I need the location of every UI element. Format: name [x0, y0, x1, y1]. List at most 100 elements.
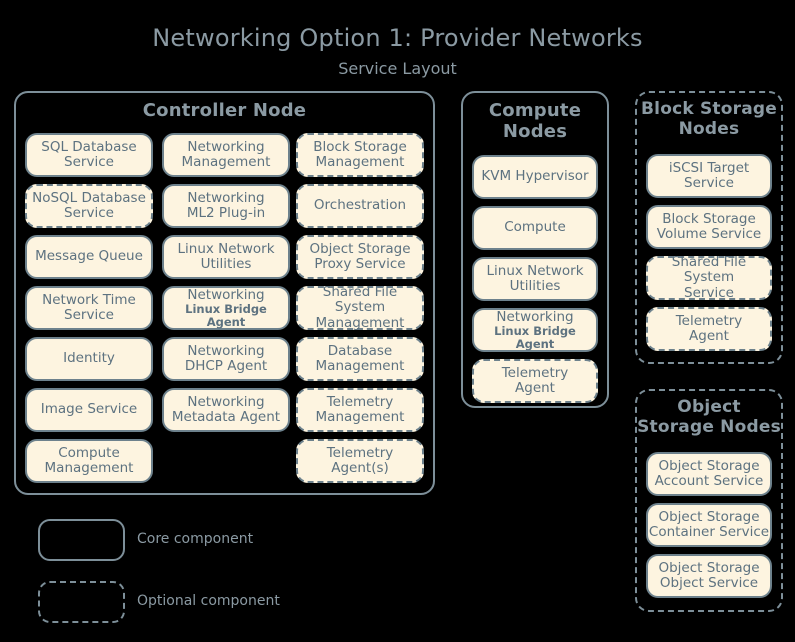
service-box-line2: Utilities	[200, 256, 252, 272]
service-box-line2: Management	[315, 314, 405, 331]
group-compute-nodes: Compute Nodes	[461, 91, 609, 408]
service-box-line1: Object Storage	[309, 240, 411, 257]
service-box-line1: Telemetry	[326, 444, 394, 461]
service-box-line1: Shared File System	[322, 284, 398, 316]
group-compute-nodes-title-line2: Nodes	[502, 120, 568, 142]
service-box-line2: Management	[315, 154, 405, 170]
service-box-line1: Network Time	[42, 291, 136, 308]
legend-optional-label: Optional component	[137, 593, 280, 609]
group-block-storage-nodes-title: Block Storage Nodes	[637, 99, 781, 139]
group-compute-nodes-title-line1: Compute	[488, 100, 582, 121]
service-box-line1: Networking	[187, 342, 265, 359]
group-object-storage-title-line2: Storage Nodes	[637, 416, 781, 437]
service-box-line2: Service	[64, 205, 114, 221]
service-box-line2: Agent	[515, 380, 555, 396]
service-box-line1: Identity	[63, 350, 115, 367]
service-box-line2: Management	[44, 460, 134, 476]
service-box-line1: Image Service	[40, 401, 138, 418]
service-box-line2: Service	[64, 307, 114, 323]
group-block-storage-title-line1: Block Storage	[641, 99, 777, 119]
legend-core-label: Core component	[137, 531, 254, 547]
legend-core-swatch	[38, 519, 125, 561]
service-box-line2: Linux Bridge Agent	[185, 301, 267, 329]
service-box-orchestration[interactable]: Orchestration	[296, 184, 424, 228]
group-object-storage-nodes: Object Storage Nodes	[635, 389, 783, 612]
service-box-line1: Networking	[496, 308, 574, 325]
service-box-line2: Volume Service	[656, 226, 762, 242]
service-box-line2: Agent	[689, 328, 729, 344]
group-controller-node: Controller Node	[14, 91, 435, 495]
service-box-line2: Object Service	[659, 575, 759, 591]
group-object-storage-nodes-title: Object Storage Nodes	[637, 397, 781, 437]
service-box-line1: Orchestration	[313, 197, 407, 214]
service-box-line1: iSCSI Target	[668, 159, 750, 176]
service-box-line2: Metadata Agent	[171, 409, 281, 425]
service-box-line1: Telemetry	[326, 393, 394, 410]
service-box-line1: Object Storage	[658, 559, 760, 576]
page-subtitle: Service Layout	[338, 59, 457, 78]
service-box-line2: Container Service	[648, 524, 770, 540]
service-box-line2: Account Service	[654, 473, 764, 489]
group-block-storage-title-line2: Nodes	[678, 118, 740, 139]
service-box-message-queue[interactable]: Message Queue	[25, 235, 153, 279]
group-block-storage-nodes: Block Storage Nodes	[635, 91, 783, 364]
service-box-line2: Management	[181, 154, 271, 170]
service-box-line1: Compute	[58, 444, 120, 461]
service-box-line1: Linux Network	[486, 262, 584, 279]
legend-optional-swatch	[38, 581, 125, 623]
service-box-line2: DHCP Agent	[184, 358, 268, 374]
service-box-line2: Linux Bridge Agent	[494, 323, 576, 351]
service-box-line2: Agent(s)	[331, 460, 389, 476]
service-box-line2: ML2 Plug-in	[186, 205, 266, 221]
service-box-compute[interactable]: Compute	[472, 206, 598, 250]
service-box-line1: Shared File System	[671, 254, 747, 286]
service-box-line1: Block Storage	[662, 210, 756, 227]
service-box-line1: Object Storage	[658, 508, 760, 525]
service-box-identity[interactable]: Identity	[25, 337, 153, 381]
service-box-line2: Utilities	[509, 278, 561, 294]
service-box-line2: Proxy Service	[314, 256, 406, 272]
service-box-line1: Object Storage	[658, 457, 760, 474]
group-controller-node-title: Controller Node	[142, 100, 307, 121]
service-box-line1: Block Storage	[313, 138, 407, 155]
service-box-kvm-hypervisor[interactable]: KVM Hypervisor	[472, 155, 598, 199]
service-box-line1: Networking	[187, 189, 265, 206]
service-box-line2: Service	[684, 175, 734, 191]
service-box-line1: SQL Database	[41, 138, 137, 155]
service-box-line1: Telemetry	[501, 364, 569, 381]
service-box-line1: Compute	[504, 219, 566, 236]
group-object-storage-title-line1: Object	[677, 397, 741, 417]
service-box-line1: Message Queue	[35, 248, 143, 265]
service-box-line1: Database	[327, 342, 393, 359]
service-box-line1: Telemetry	[675, 312, 743, 329]
service-box-line2: Service	[64, 154, 114, 170]
service-box-image-service[interactable]: Image Service	[25, 388, 153, 432]
